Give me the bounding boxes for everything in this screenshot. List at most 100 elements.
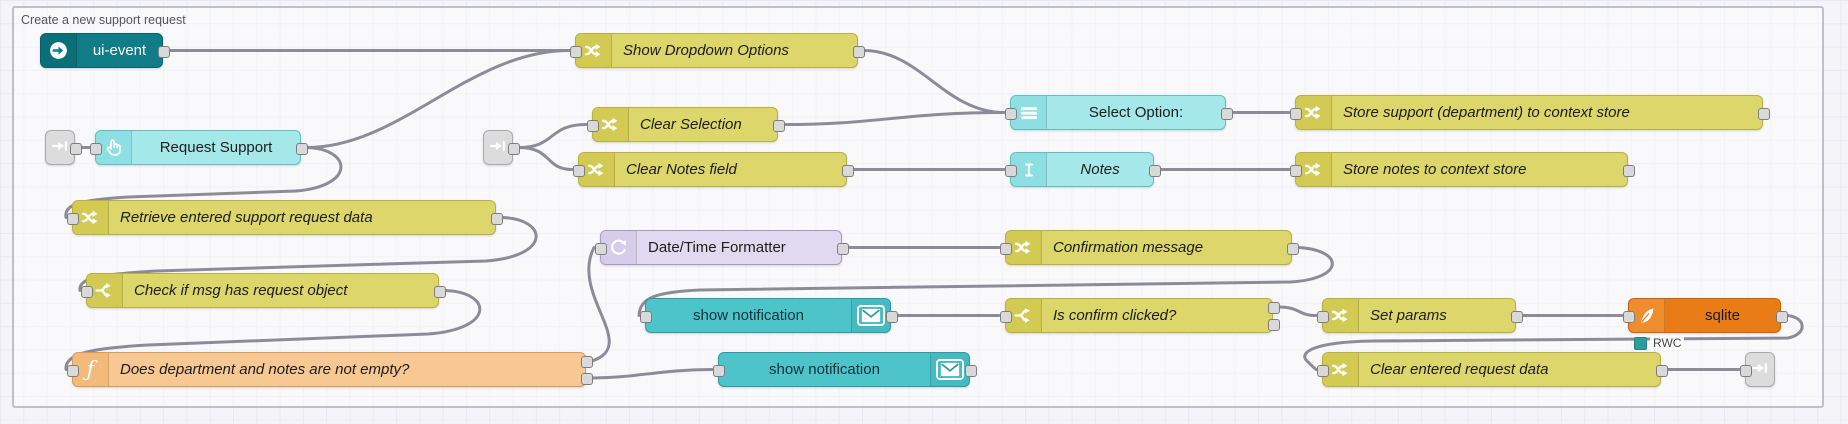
wire[interactable] xyxy=(590,368,714,380)
output-port[interactable] xyxy=(886,310,898,323)
input-port[interactable] xyxy=(1005,164,1017,177)
input-port[interactable] xyxy=(713,364,725,377)
sqlite-status-badge: RWC xyxy=(1634,336,1685,350)
node-notes[interactable]: Notes xyxy=(1005,152,1161,187)
output-port[interactable] xyxy=(853,45,865,58)
wire[interactable] xyxy=(862,49,1006,114)
node-clear-entered[interactable]: Clear entered request data xyxy=(1317,352,1668,387)
wire[interactable] xyxy=(782,111,1006,126)
node-ui-event[interactable]: ui-event xyxy=(40,33,170,68)
input-port[interactable] xyxy=(1623,310,1635,323)
output-port[interactable] xyxy=(965,364,977,377)
node-does-dept[interactable]: ƒ Does department and notes are not empty… xyxy=(67,352,593,387)
node-label: Does department and notes are not empty? xyxy=(120,361,410,378)
node-show-dropdown[interactable]: Show Dropdown Options xyxy=(570,33,865,68)
node-label: Request Support xyxy=(159,139,273,156)
output-port[interactable] xyxy=(837,242,849,255)
node-is-confirm[interactable]: Is confirm clicked? xyxy=(1000,298,1280,333)
node-datetime[interactable]: Date/Time Formatter xyxy=(595,230,849,265)
output-port[interactable] xyxy=(1656,364,1668,377)
node-clear-notes[interactable]: Clear Notes field xyxy=(573,152,854,187)
input-port[interactable] xyxy=(1005,107,1017,120)
output-port[interactable] xyxy=(508,142,520,155)
output-port[interactable] xyxy=(1287,242,1299,255)
input-port[interactable] xyxy=(587,119,599,132)
shuffle-icon xyxy=(1303,159,1324,180)
output-port[interactable] xyxy=(1268,302,1280,314)
status-dot-icon xyxy=(1634,336,1647,350)
shuffle-icon xyxy=(1013,237,1034,258)
wire[interactable] xyxy=(517,123,588,149)
output-port[interactable] xyxy=(1776,310,1788,323)
input-port[interactable] xyxy=(1317,310,1329,323)
input-port[interactable] xyxy=(570,45,582,58)
icon-strip xyxy=(1011,153,1047,186)
link-icon xyxy=(51,137,69,159)
node-request-support[interactable]: Request Support xyxy=(90,130,308,165)
input-port[interactable] xyxy=(1000,242,1012,255)
node-label: Notes xyxy=(1080,161,1120,178)
function-icon: ƒ xyxy=(86,357,95,381)
icon-strip xyxy=(579,153,615,186)
node-show-notif-1[interactable]: show notification xyxy=(640,298,898,333)
input-port[interactable] xyxy=(1000,310,1012,323)
node-label: Store support (department) to context st… xyxy=(1343,104,1630,121)
input-port[interactable] xyxy=(90,142,102,155)
output-port[interactable] xyxy=(491,212,503,225)
input-port[interactable] xyxy=(67,212,79,225)
output-port[interactable] xyxy=(1758,107,1770,120)
node-link-in-a[interactable] xyxy=(45,130,82,165)
input-port[interactable] xyxy=(573,164,585,177)
shuffle-icon xyxy=(1330,359,1351,380)
output-port[interactable] xyxy=(296,142,308,155)
output-port[interactable] xyxy=(581,356,593,368)
output-port[interactable] xyxy=(434,285,446,298)
input-port[interactable] xyxy=(640,310,652,323)
input-port[interactable] xyxy=(1317,364,1329,377)
fork-icon xyxy=(94,280,115,301)
node-show-notif-2[interactable]: show notification xyxy=(713,352,977,387)
output-port[interactable] xyxy=(1149,164,1161,177)
feather-icon xyxy=(1636,305,1658,327)
output-port[interactable] xyxy=(158,45,170,58)
output-port[interactable] xyxy=(70,142,82,155)
wire[interactable] xyxy=(587,246,611,363)
node-label: Retrieve entered support request data xyxy=(120,209,373,226)
icon-strip xyxy=(576,34,612,67)
node-confirmation[interactable]: Confirmation message xyxy=(1000,230,1299,265)
output-port[interactable] xyxy=(773,119,785,132)
group-label: Create a new support request xyxy=(21,13,186,27)
node-retrieve[interactable]: Retrieve entered support request data xyxy=(67,200,503,235)
icon-strip xyxy=(930,353,969,386)
output-port[interactable] xyxy=(842,164,854,177)
node-link-out[interactable] xyxy=(1740,352,1775,387)
node-sqlite[interactable]: sqlite xyxy=(1623,298,1788,333)
wire[interactable] xyxy=(1277,305,1318,317)
icon-strip xyxy=(1323,299,1359,332)
input-port[interactable] xyxy=(81,285,93,298)
output-port[interactable] xyxy=(581,373,593,385)
node-link-in-b[interactable] xyxy=(483,130,520,165)
icon-strip: ƒ xyxy=(73,353,109,386)
output-port[interactable] xyxy=(1511,310,1523,323)
input-port[interactable] xyxy=(1290,164,1302,177)
output-port[interactable] xyxy=(1268,319,1280,331)
wire[interactable] xyxy=(305,49,571,149)
node-check-msg[interactable]: Check if msg has request object xyxy=(81,273,446,308)
node-select-option[interactable]: Select Option: xyxy=(1005,95,1233,130)
node-store-support[interactable]: Store support (department) to context st… xyxy=(1290,95,1770,130)
node-set-params[interactable]: Set params xyxy=(1317,298,1523,333)
input-port[interactable] xyxy=(67,364,79,377)
input-port[interactable] xyxy=(1740,364,1752,377)
output-port[interactable] xyxy=(1623,164,1635,177)
input-port[interactable] xyxy=(595,242,607,255)
node-clear-selection[interactable]: Clear Selection xyxy=(587,107,785,142)
output-port[interactable] xyxy=(1221,107,1233,120)
input-port[interactable] xyxy=(1290,107,1302,120)
node-store-notes[interactable]: Store notes to context store xyxy=(1290,152,1635,187)
wire[interactable] xyxy=(517,146,574,171)
wire[interactable] xyxy=(1303,314,1804,371)
icon-strip xyxy=(593,108,629,141)
shuffle-icon xyxy=(1303,102,1324,123)
